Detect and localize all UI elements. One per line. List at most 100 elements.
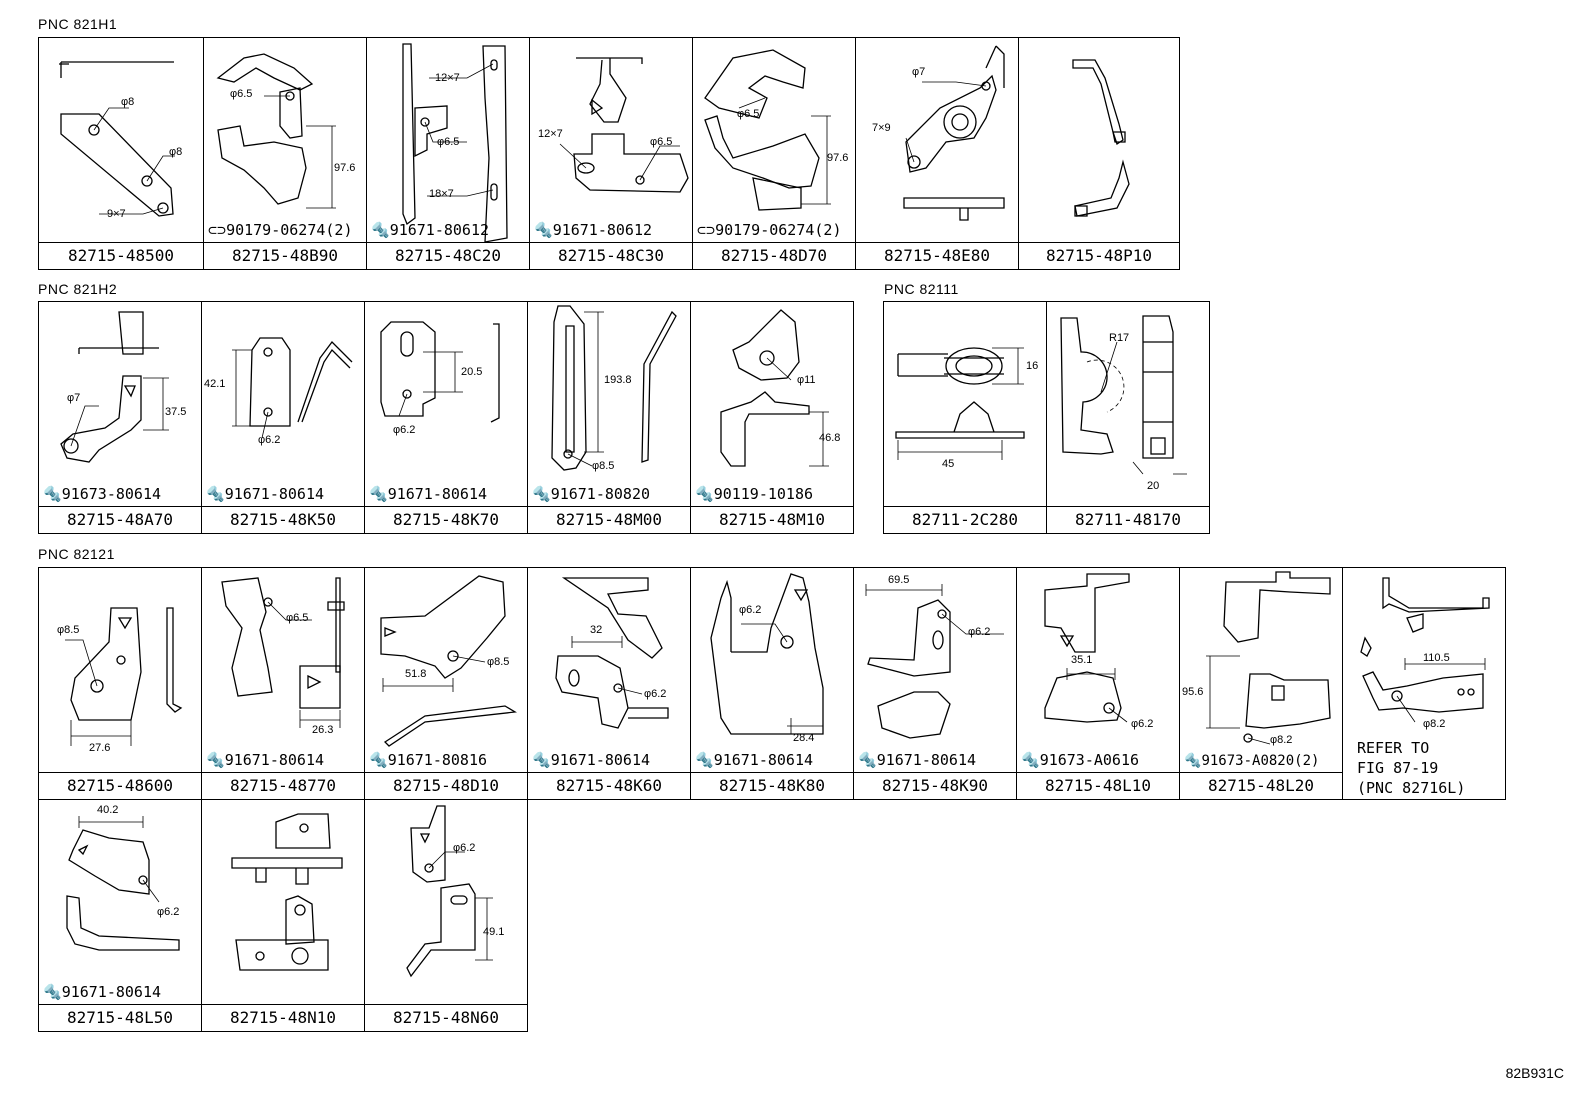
dim-label: φ6.5 — [437, 136, 460, 148]
dim-label: φ6.2 — [157, 906, 180, 918]
bracket-drawing: φ6.5 26.3 — [202, 568, 364, 773]
dim-label: 7×9 — [872, 122, 891, 134]
dim-label: 35.1 — [1071, 654, 1093, 666]
bracket-drawing: φ8 φ8 9×7 — [39, 38, 203, 243]
dim-label: 193.8 — [604, 374, 632, 386]
bolt-icon: 🔩 — [1184, 753, 1202, 769]
dim-label: φ6.5 — [650, 136, 673, 148]
part-cell[interactable]: R17 20 82711-48170 — [1046, 301, 1210, 534]
part-number: 82715-48C30 — [530, 242, 692, 269]
fastener-label: 🔩91673-A0820(2) — [1184, 753, 1320, 769]
dim-label: φ6.5 — [230, 88, 253, 100]
part-cell[interactable]: φ6.2 28.4 🔩91671-80614 82715-48K80 — [690, 567, 854, 800]
part-cell[interactable]: 69.5 φ6.2 🔩91671-80614 82715-48K90 — [853, 567, 1017, 800]
part-cell[interactable]: 82715-48P10 — [1018, 37, 1180, 270]
dim-label: φ8 — [169, 146, 183, 158]
bracket-drawing: 35.1 φ6.2 — [1017, 568, 1179, 773]
bracket-drawing: φ7 37.5 — [39, 302, 201, 507]
bracket-drawing: 42.1 φ6.2 — [202, 302, 364, 507]
bracket-drawing: 110.5 φ8.2 — [1343, 568, 1505, 739]
dim-label: φ8 — [121, 96, 135, 108]
part-number: 82715-48D70 — [693, 242, 855, 269]
dim-label: 49.1 — [483, 926, 505, 938]
dim-label: φ8.5 — [487, 656, 510, 668]
dim-label: φ8.5 — [57, 624, 80, 636]
pnc-label-82111: PNC 82111 — [884, 281, 959, 297]
part-cell[interactable]: φ7 7×9 82715-48E80 — [855, 37, 1019, 270]
pnc-label-82121: PNC 82121 — [38, 546, 115, 562]
part-cell[interactable]: 32 φ6.2 🔩91671-80614 82715-48K60 — [527, 567, 691, 800]
part-cell[interactable]: φ7 37.5 🔩91673-80614 82715-48A70 — [38, 301, 202, 534]
part-cell[interactable]: 42.1 φ6.2 🔩91671-80614 82715-48K50 — [201, 301, 365, 534]
reference-cell[interactable]: 110.5 φ8.2 REFER TO FIG 87-19 (PNC 82716… — [1342, 567, 1506, 800]
part-cell[interactable]: 82715-48N10 — [201, 799, 365, 1032]
dim-label: 97.6 — [334, 162, 356, 174]
clip-drawing: 16 45 — [884, 302, 1046, 507]
part-cell[interactable]: 35.1 φ6.2 🔩91673-A0616 82715-48L10 — [1016, 567, 1180, 800]
dim-label: R17 — [1109, 332, 1130, 344]
bolt-icon: 🔩 — [534, 221, 553, 239]
part-number: 82715-48M00 — [528, 506, 690, 533]
part-cell[interactable]: 51.8 φ8.5 🔩91671-80816 82715-48D10 — [364, 567, 528, 800]
part-number: 82715-48A70 — [39, 506, 201, 533]
bolt-icon: 🔩 — [371, 221, 390, 239]
part-number: 82715-48D10 — [365, 772, 527, 799]
pnc-label-821h2: PNC 821H2 — [38, 281, 118, 297]
dim-label: 46.8 — [819, 432, 841, 444]
fastener-label: 🔩91671-80614 — [206, 485, 325, 503]
dim-label: φ6.5 — [737, 108, 760, 120]
part-cell[interactable]: φ8 φ8 9×7 82715-48500 — [38, 37, 204, 270]
part-number: 82715-48500 — [39, 242, 203, 269]
fastener-label: 🔩91671-80612 — [371, 221, 490, 239]
part-cell[interactable]: φ11 46.8 🔩90119-10186 82715-48M10 — [690, 301, 854, 534]
bracket-drawing: φ11 46.8 — [691, 302, 853, 507]
dim-label: 12×7 — [435, 72, 460, 84]
bolt-icon: 🔩 — [369, 485, 388, 503]
dim-label: φ6.2 — [739, 604, 762, 616]
bracket-drawing: 20.5 φ6.2 — [365, 302, 527, 507]
part-number: 82715-48B90 — [204, 242, 366, 269]
part-cell[interactable]: 95.6 φ8.2 🔩91673-A0820(2) 82715-48L20 — [1179, 567, 1343, 800]
fastener-label: 🔩91671-80614 — [43, 983, 162, 1001]
part-number: 82711-48170 — [1047, 506, 1209, 533]
part-cell[interactable]: 12×7 φ6.5 🔩91671-80612 82715-48C30 — [529, 37, 693, 270]
fastener-label: 🔩91671-80612 — [534, 221, 653, 239]
part-cell[interactable]: 40.2 φ6.2 🔩91671-80614 82715-48L50 — [38, 799, 202, 1032]
part-cell[interactable]: 193.8 φ8.5 🔩91671-80820 82715-48M00 — [527, 301, 691, 534]
dim-label: φ6.5 — [286, 612, 309, 624]
part-number: 82715-48L20 — [1180, 772, 1342, 799]
dim-label: φ7 — [912, 66, 926, 78]
part-number: 82715-48K90 — [854, 772, 1016, 799]
bracket-drawing: 40.2 φ6.2 — [39, 800, 201, 1005]
part-number: 82715-48600 — [39, 772, 201, 799]
dim-label: 32 — [590, 624, 603, 636]
dim-label: φ6.2 — [393, 424, 416, 436]
pnc-label-821h1: PNC 821H1 — [38, 16, 118, 32]
bolt-icon: 🔩 — [369, 751, 388, 769]
part-cell[interactable]: φ6.5 97.6 ⊂⊃90179-06274(2) 82715-48B90 — [203, 37, 367, 270]
bracket-drawing: 69.5 φ6.2 — [854, 568, 1016, 773]
bracket-drawing: 12×7 φ6.5 — [530, 38, 692, 243]
bolt-icon: 🔩 — [532, 485, 551, 503]
part-number: 82715-48K60 — [528, 772, 690, 799]
fastener-label: 🔩91673-A0616 — [1021, 751, 1140, 769]
part-number: 82715-48K70 — [365, 506, 527, 533]
dim-label: 27.6 — [89, 742, 111, 754]
dim-label: 28.4 — [793, 732, 815, 744]
dim-label: φ11 — [797, 374, 816, 386]
dim-label: 26.3 — [312, 724, 334, 736]
part-cell[interactable]: 16 45 82711-2C280 — [883, 301, 1047, 534]
figure-code: 82B931C — [1505, 1065, 1564, 1081]
part-number: 82715-48E80 — [856, 242, 1018, 269]
part-cell[interactable]: φ6.5 26.3 🔩91671-80614 82715-48770 — [201, 567, 365, 800]
bolt-icon: 🔩 — [206, 485, 225, 503]
dim-label: φ8.2 — [1270, 734, 1293, 746]
part-cell[interactable]: 12×7 φ6.5 18×7 🔩91671-80612 82715-48C20 — [366, 37, 530, 270]
part-cell[interactable]: φ8.5 27.6 82715-48600 — [38, 567, 202, 800]
bracket-drawing — [202, 800, 364, 1005]
part-cell[interactable]: φ6.2 49.1 82715-48N60 — [364, 799, 528, 1032]
bolt-icon: 🔩 — [43, 983, 62, 1001]
part-cell[interactable]: φ6.5 97.6 ⊂⊃90179-06274(2) 82715-48D70 — [692, 37, 856, 270]
bracket-drawing: 95.6 φ8.2 — [1180, 568, 1342, 773]
part-cell[interactable]: 20.5 φ6.2 🔩91671-80614 82715-48K70 — [364, 301, 528, 534]
